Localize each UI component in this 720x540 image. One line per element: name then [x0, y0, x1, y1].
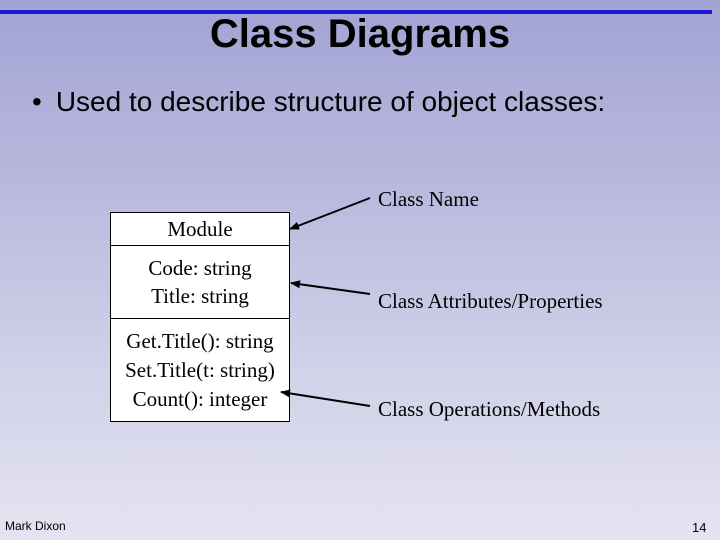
page-number: 14 [692, 520, 707, 535]
operations-arrow [280, 389, 371, 407]
class-operations-label: Class Operations/Methods [378, 397, 601, 421]
bullet-marker: • [32, 86, 42, 117]
bullet-point: • Used to describe structure of object cl… [32, 86, 605, 118]
title-accent-bar [0, 10, 712, 14]
class-operations-compartment: Get.Title(): string Set.Title(t: string)… [111, 319, 289, 414]
bullet-text: Used to describe structure of object cla… [55, 86, 606, 117]
class-operation: Count(): integer [132, 387, 268, 411]
slide-title: Class Diagrams [209, 12, 511, 56]
class-name-label: Class Name [378, 187, 479, 211]
class-attribute: Code: string [148, 256, 252, 280]
class-attributes-compartment: Code: string Title: string [111, 246, 289, 319]
footer-author: Mark Dixon [5, 519, 66, 533]
class-attribute: Title: string [151, 284, 249, 308]
attributes-arrow [290, 280, 371, 295]
class-operation: Get.Title(): string [126, 329, 274, 353]
class-name: Module [167, 217, 233, 241]
class-name-arrow [289, 197, 371, 230]
uml-class-box: Module Code: string Title: string Get.Ti… [110, 212, 290, 422]
class-attributes-label: Class Attributes/Properties [378, 289, 603, 313]
class-name-compartment: Module [111, 213, 289, 246]
class-operation: Set.Title(t: string) [125, 358, 275, 382]
